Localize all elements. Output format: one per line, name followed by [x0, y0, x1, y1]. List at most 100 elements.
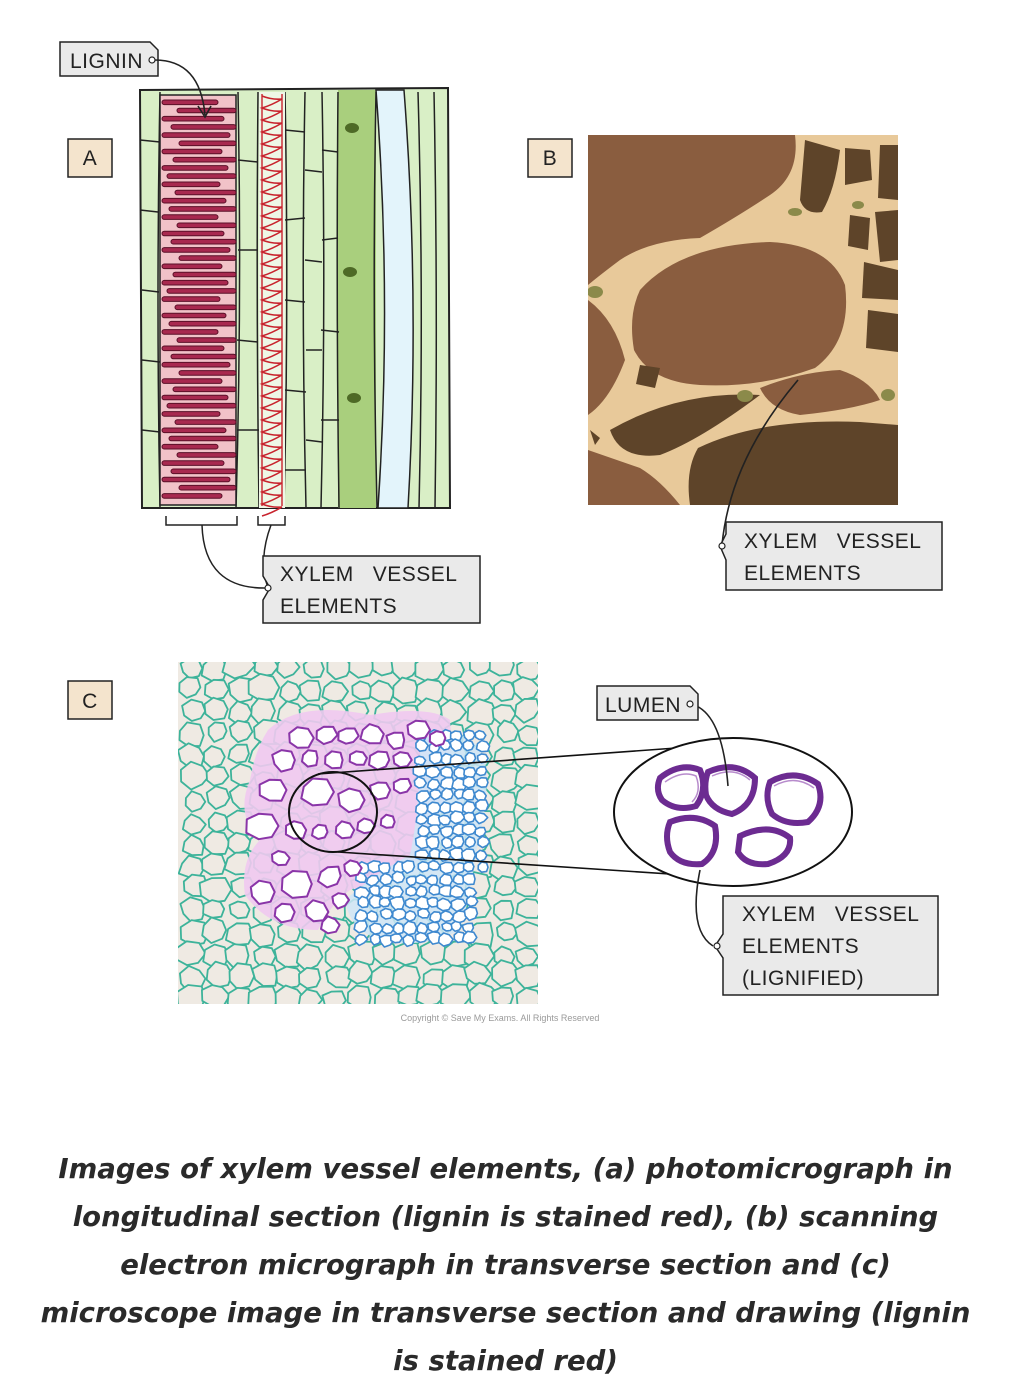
spiral-thickening	[259, 94, 283, 517]
lignin-band	[166, 173, 237, 179]
parenchyma-cell	[295, 943, 324, 972]
parenchyma-cell	[203, 830, 231, 856]
parenchyma-cell	[466, 698, 498, 728]
parenchyma-cell	[298, 988, 324, 1004]
phloem-cell	[439, 825, 455, 839]
parenchyma-cell	[516, 662, 538, 682]
phloem-cell	[448, 847, 465, 861]
phloem-cell	[451, 835, 465, 849]
lignin-band	[178, 140, 237, 147]
parenchyma-cell	[181, 833, 205, 856]
parenchyma-cell	[414, 662, 445, 683]
lignin-band	[166, 402, 237, 409]
purple-cells	[245, 719, 447, 935]
lignin-band	[170, 353, 237, 360]
phloem-cell	[429, 911, 443, 924]
phloem-cell	[462, 811, 476, 824]
phloem-cell	[461, 823, 478, 836]
xylem-cell	[343, 859, 363, 878]
phloem-cell	[453, 766, 467, 779]
sem-cell	[875, 210, 898, 262]
panel-a-green-band	[338, 90, 376, 508]
phloem-cell	[381, 923, 395, 935]
phloem-cell	[428, 824, 441, 836]
lignin-band	[170, 124, 237, 130]
phloem-cell	[415, 790, 432, 805]
lignin-band	[161, 443, 219, 450]
parenchyma-cell	[468, 680, 495, 704]
phloem-cell	[415, 738, 429, 752]
phloem-cell	[429, 788, 443, 801]
lumen-label-text: LUMEN	[605, 694, 681, 717]
parenchyma-cell	[325, 965, 354, 989]
phloem-cell	[353, 920, 368, 934]
panel-a-chloroplasts	[343, 123, 361, 403]
lignin-band	[166, 288, 237, 294]
lignin-band	[161, 411, 221, 417]
parenchyma-cell	[228, 700, 253, 726]
xylem-cell	[311, 823, 329, 840]
phloem-cell	[365, 874, 380, 887]
phloem-cell	[426, 778, 441, 791]
phloem-cell	[450, 897, 467, 913]
phloem-cell	[404, 897, 418, 909]
xylem-cell	[337, 727, 360, 745]
xylem-cell	[280, 870, 313, 899]
xylem-label-a-line1: XYLEM VESSEL	[280, 563, 457, 586]
phloem-cell	[391, 870, 406, 884]
xylem-cell	[406, 719, 432, 740]
xylem-label-b-line1: XYLEM VESSEL	[744, 530, 921, 553]
parenchyma-cell	[229, 763, 257, 786]
sem-cell	[590, 430, 600, 445]
parenchyma-cell	[203, 745, 226, 769]
parenchyma-cell	[180, 760, 211, 791]
parenchyma-cell	[488, 662, 515, 677]
phloem-cell	[414, 931, 429, 944]
xylem-label-c-line3: (LIGNIFIED)	[742, 967, 864, 990]
lignin-band	[168, 320, 237, 327]
parenchyma-cell	[369, 679, 396, 703]
xylem-cell	[385, 731, 406, 750]
xylem-c-pointer	[695, 869, 714, 947]
parenchyma-cell	[496, 719, 520, 744]
parenchyma-cell	[201, 984, 231, 1004]
phloem-cell	[437, 932, 454, 947]
lignin-band	[161, 132, 231, 138]
phloem-cell	[354, 908, 369, 923]
phloem-cell	[439, 776, 455, 791]
parenchyma-cell	[178, 676, 202, 699]
lignin-band	[161, 312, 227, 319]
phloem-cell	[450, 920, 462, 933]
zoom-circle	[288, 771, 378, 853]
parenchyma-cell	[347, 959, 374, 985]
sem-cell	[688, 421, 898, 505]
parenchyma-cell	[227, 831, 253, 855]
lignin-band	[174, 419, 237, 425]
parenchyma-cell	[179, 919, 210, 946]
phloem-cell	[378, 896, 391, 908]
xylem-cell	[304, 899, 330, 923]
sem-cell	[610, 394, 760, 456]
phloem-cell	[402, 920, 418, 936]
lignin-band	[161, 148, 223, 155]
lignin-band	[161, 460, 225, 466]
xylem-cell	[324, 750, 344, 770]
phloem-cell	[379, 907, 394, 920]
phloem-cell	[426, 801, 442, 815]
phloem-cell	[357, 895, 370, 909]
phloem-cell	[405, 875, 418, 887]
panel-c: Copyright © Save My Exams. All Rights Re…	[178, 662, 853, 1023]
phloem-cell	[461, 930, 478, 944]
lignin-band	[161, 378, 223, 384]
parenchyma-cell	[247, 673, 281, 702]
sem-cell	[845, 148, 872, 185]
phloem-cell	[415, 884, 428, 898]
lignin-band	[174, 189, 237, 196]
parenchyma-cell	[298, 679, 322, 702]
parenchyma-cell	[298, 966, 322, 990]
lignin-band	[161, 296, 221, 302]
panel-c-letter-box: C	[67, 680, 113, 720]
parenchyma-cell	[514, 946, 538, 968]
phloem-cell	[477, 861, 489, 873]
copyright-text: Copyright © Save My Exams. All Rights Re…	[401, 1013, 600, 1023]
